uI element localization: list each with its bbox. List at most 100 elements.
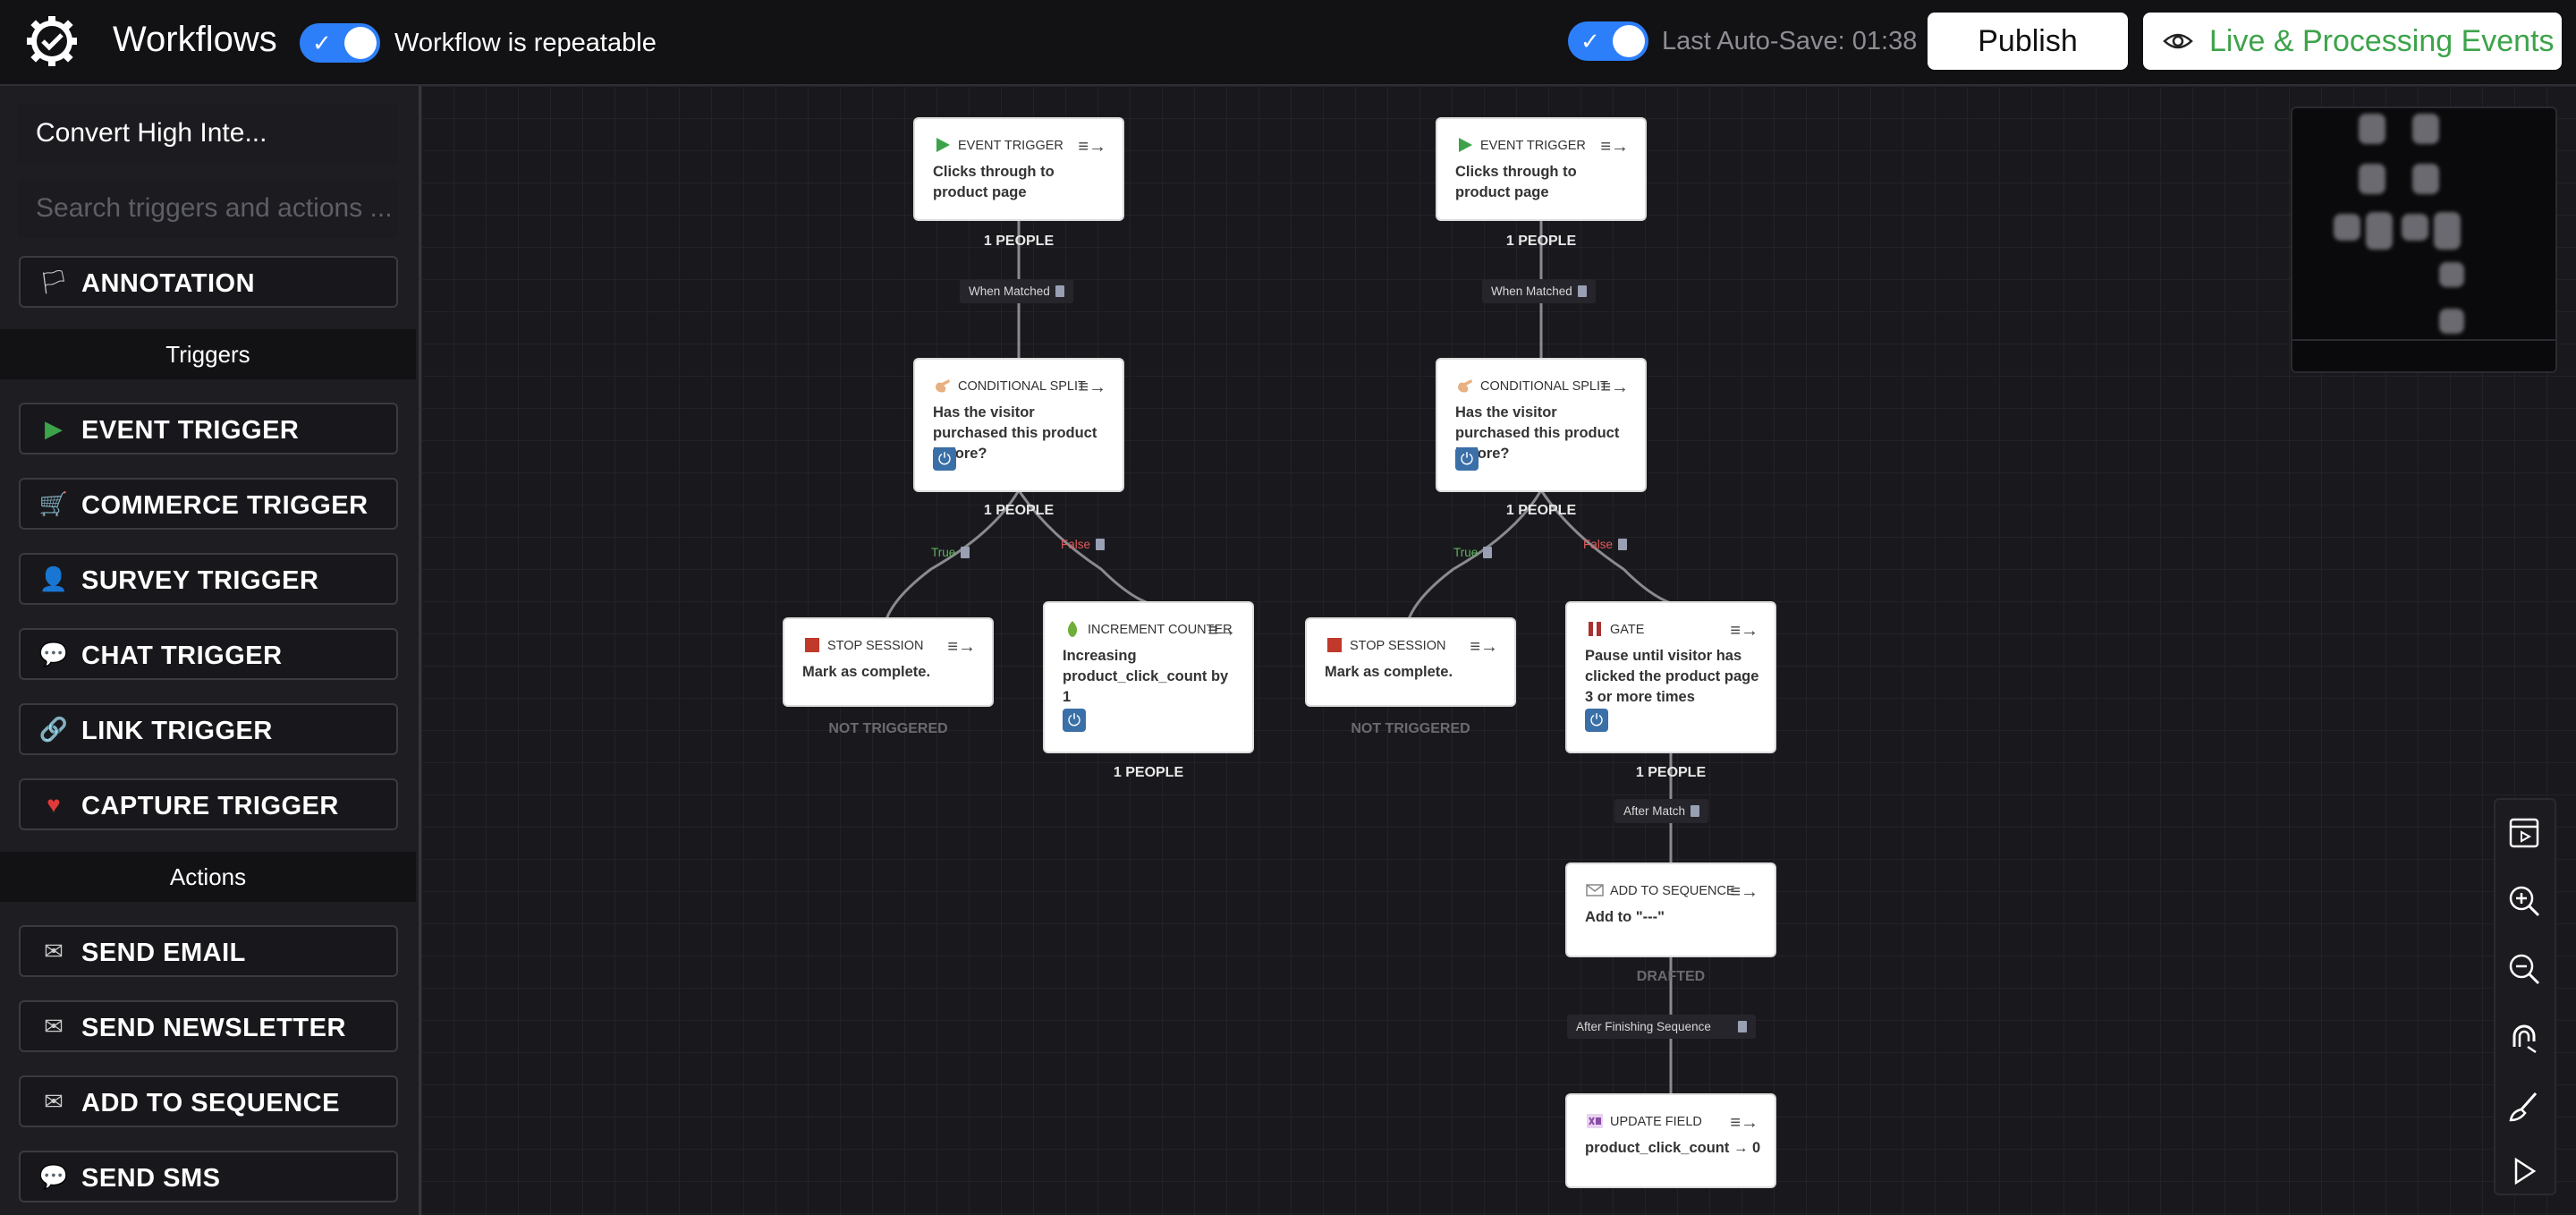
send-newsletter-button[interactable]: ✉ SEND NEWSLETTER bbox=[19, 1000, 398, 1052]
trash-icon[interactable] bbox=[1618, 539, 1628, 550]
conditional-split-node[interactable]: CONDITIONAL SPLIT ≡→ Has the visitor pur… bbox=[1437, 360, 1645, 490]
trash-icon[interactable] bbox=[1483, 547, 1493, 558]
brush-icon[interactable] bbox=[2502, 1084, 2546, 1129]
trash-icon[interactable] bbox=[1096, 539, 1106, 550]
people-count: 1 PEOPLE bbox=[983, 234, 1055, 249]
autosave-toggle[interactable]: ✓ bbox=[1568, 21, 1648, 61]
power-icon[interactable]: ⏻ bbox=[1585, 709, 1608, 732]
link-trigger-button[interactable]: 🔗 LINK TRIGGER bbox=[19, 703, 398, 755]
capture-trigger-button[interactable]: ♥ CAPTURE TRIGGER bbox=[19, 778, 398, 830]
increment-counter-node[interactable]: INCREMENT COUNTER ≡→ Increasing product_… bbox=[1045, 603, 1252, 752]
play-icon[interactable] bbox=[2502, 1149, 2546, 1194]
stop-session-node[interactable]: STOP SESSION ≡→ Mark as complete. bbox=[1307, 619, 1514, 705]
power-icon[interactable]: ⏻ bbox=[933, 447, 956, 471]
survey-trigger-button[interactable]: 👤 SURVEY TRIGGER bbox=[19, 553, 398, 605]
add-to-sequence-button[interactable]: ✉ ADD TO SEQUENCE bbox=[19, 1075, 398, 1127]
trash-icon[interactable] bbox=[1055, 285, 1064, 297]
publish-button[interactable]: Publish bbox=[1928, 13, 2128, 70]
trash-icon[interactable] bbox=[1737, 1021, 1747, 1032]
stop-icon bbox=[805, 638, 819, 652]
power-icon[interactable]: ⏻ bbox=[1063, 709, 1086, 732]
cart-icon: 🛒 bbox=[38, 490, 69, 517]
send-email-button[interactable]: ✉ SEND EMAIL bbox=[19, 925, 398, 977]
actions-heading: Actions bbox=[0, 852, 416, 902]
trash-icon[interactable] bbox=[961, 547, 970, 558]
chat-trigger-button[interactable]: 💬 CHAT TRIGGER bbox=[19, 628, 398, 680]
edge-label-after-match[interactable]: After Match bbox=[1614, 799, 1709, 823]
node-menu-icon[interactable]: ≡→ bbox=[1078, 137, 1106, 157]
gate-icon bbox=[1589, 622, 1601, 636]
node-menu-icon[interactable]: ≡→ bbox=[1208, 621, 1236, 641]
flag-icon: 🏳 bbox=[38, 268, 69, 295]
node-menu-icon[interactable]: ≡→ bbox=[1600, 378, 1629, 397]
eye-icon bbox=[2163, 33, 2193, 49]
node-type: UPDATE FIELD bbox=[1610, 1115, 1702, 1129]
edge-label-after-finishing[interactable]: After Finishing Sequence bbox=[1567, 1015, 1756, 1039]
node-menu-icon[interactable]: ≡→ bbox=[1730, 621, 1758, 641]
edge-label-false[interactable]: False bbox=[1061, 538, 1106, 551]
people-count: 1 PEOPLE bbox=[1505, 503, 1577, 518]
edge-label-when-matched[interactable]: When Matched bbox=[1482, 279, 1596, 303]
edge-label-true[interactable]: True bbox=[931, 546, 970, 559]
magnet-icon[interactable] bbox=[2502, 1016, 2546, 1061]
link-icon: 🔗 bbox=[38, 716, 69, 743]
event-trigger-node[interactable]: EVENT TRIGGER ≡→ Clicks through to produ… bbox=[1437, 119, 1645, 219]
play-icon bbox=[1459, 138, 1472, 152]
sequence-status: DRAFTED bbox=[1636, 969, 1706, 984]
send-sms-button[interactable]: 💬 SEND SMS bbox=[19, 1151, 398, 1202]
edge-label-false[interactable]: False bbox=[1583, 538, 1628, 551]
edge-label-when-matched[interactable]: When Matched bbox=[960, 279, 1073, 303]
check-icon: ✓ bbox=[1580, 28, 1600, 55]
envelope-icon: ✉ bbox=[44, 1088, 64, 1115]
node-type: EVENT TRIGGER bbox=[1480, 139, 1586, 153]
add-to-sequence-node[interactable]: ADD TO SEQUENCE ≡→ Add to "---" bbox=[1567, 864, 1775, 956]
workflow-canvas[interactable]: EVENT TRIGGER ≡→ Clicks through to produ… bbox=[421, 86, 2576, 1215]
send-newsletter-label: SEND NEWSLETTER bbox=[81, 1014, 346, 1042]
node-description: Pause until visitor has clicked the prod… bbox=[1585, 648, 1759, 705]
node-menu-icon[interactable]: ≡→ bbox=[1730, 1113, 1758, 1133]
app-logo-icon bbox=[27, 16, 77, 66]
node-menu-icon[interactable]: ≡→ bbox=[1600, 137, 1629, 157]
node-description: Clicks through to product page bbox=[1455, 164, 1577, 200]
repeatable-label: Workflow is repeatable bbox=[394, 29, 657, 57]
trash-icon[interactable] bbox=[1577, 285, 1587, 297]
commerce-trigger-button[interactable]: 🛒 COMMERCE TRIGGER bbox=[19, 478, 398, 530]
event-trigger-node[interactable]: EVENT TRIGGER ≡→ Clicks through to produ… bbox=[915, 119, 1123, 219]
autosave-status: Last Auto-Save: 01:38 bbox=[1662, 27, 1918, 55]
gate-node[interactable]: GATE ≡→ Pause until visitor has clicked … bbox=[1567, 603, 1775, 752]
chat-icon: 💬 bbox=[38, 1163, 69, 1190]
workflow-name-field[interactable]: Convert High Inte... bbox=[18, 104, 397, 163]
annotation-button[interactable]: 🏳 ANNOTATION bbox=[19, 256, 398, 308]
event-trigger-button[interactable]: ▶ EVENT TRIGGER bbox=[19, 403, 398, 455]
node-type: ADD TO SEQUENCE bbox=[1610, 884, 1735, 898]
repeatable-toggle[interactable]: ✓ bbox=[300, 23, 380, 63]
people-count: 1 PEOPLE bbox=[1113, 765, 1184, 780]
node-menu-icon[interactable]: ≡→ bbox=[1470, 637, 1498, 657]
update-field-node[interactable]: UPDATE FIELD ≡→ product_click_count → 0 bbox=[1567, 1095, 1775, 1186]
node-menu-icon[interactable]: ≡→ bbox=[1078, 378, 1106, 397]
node-menu-icon[interactable]: ≡→ bbox=[1730, 882, 1758, 902]
node-type: EVENT TRIGGER bbox=[958, 139, 1063, 153]
play-icon: ▶ bbox=[45, 415, 63, 442]
preview-icon[interactable] bbox=[2502, 811, 2546, 855]
trigger-status: NOT TRIGGERED bbox=[828, 721, 948, 736]
search-input[interactable] bbox=[18, 179, 397, 238]
stop-session-node[interactable]: STOP SESSION ≡→ Mark as complete. bbox=[784, 619, 992, 705]
link-trigger-label: LINK TRIGGER bbox=[81, 717, 273, 745]
people-count: 1 PEOPLE bbox=[983, 503, 1055, 518]
edge-label-text: When Matched bbox=[1491, 285, 1572, 298]
live-events-button[interactable]: Live & Processing Events bbox=[2143, 13, 2562, 70]
conditional-split-node[interactable]: CONDITIONAL SPLIT ≡→ Has the visitor pur… bbox=[915, 360, 1123, 490]
edge-label-true[interactable]: True bbox=[1453, 546, 1493, 559]
minimap[interactable] bbox=[2291, 106, 2557, 373]
node-menu-icon[interactable]: ≡→ bbox=[947, 637, 976, 657]
node-type: GATE bbox=[1610, 623, 1645, 637]
power-icon[interactable]: ⏻ bbox=[1455, 447, 1479, 471]
commerce-trigger-label: COMMERCE TRIGGER bbox=[81, 491, 369, 520]
zoom-out-icon[interactable] bbox=[2502, 947, 2546, 991]
hand-icon bbox=[1458, 379, 1472, 393]
edge-label-text: True bbox=[1453, 546, 1479, 559]
zoom-in-icon[interactable] bbox=[2502, 879, 2546, 923]
field-icon bbox=[1587, 1114, 1603, 1128]
trash-icon[interactable] bbox=[1690, 805, 1700, 817]
